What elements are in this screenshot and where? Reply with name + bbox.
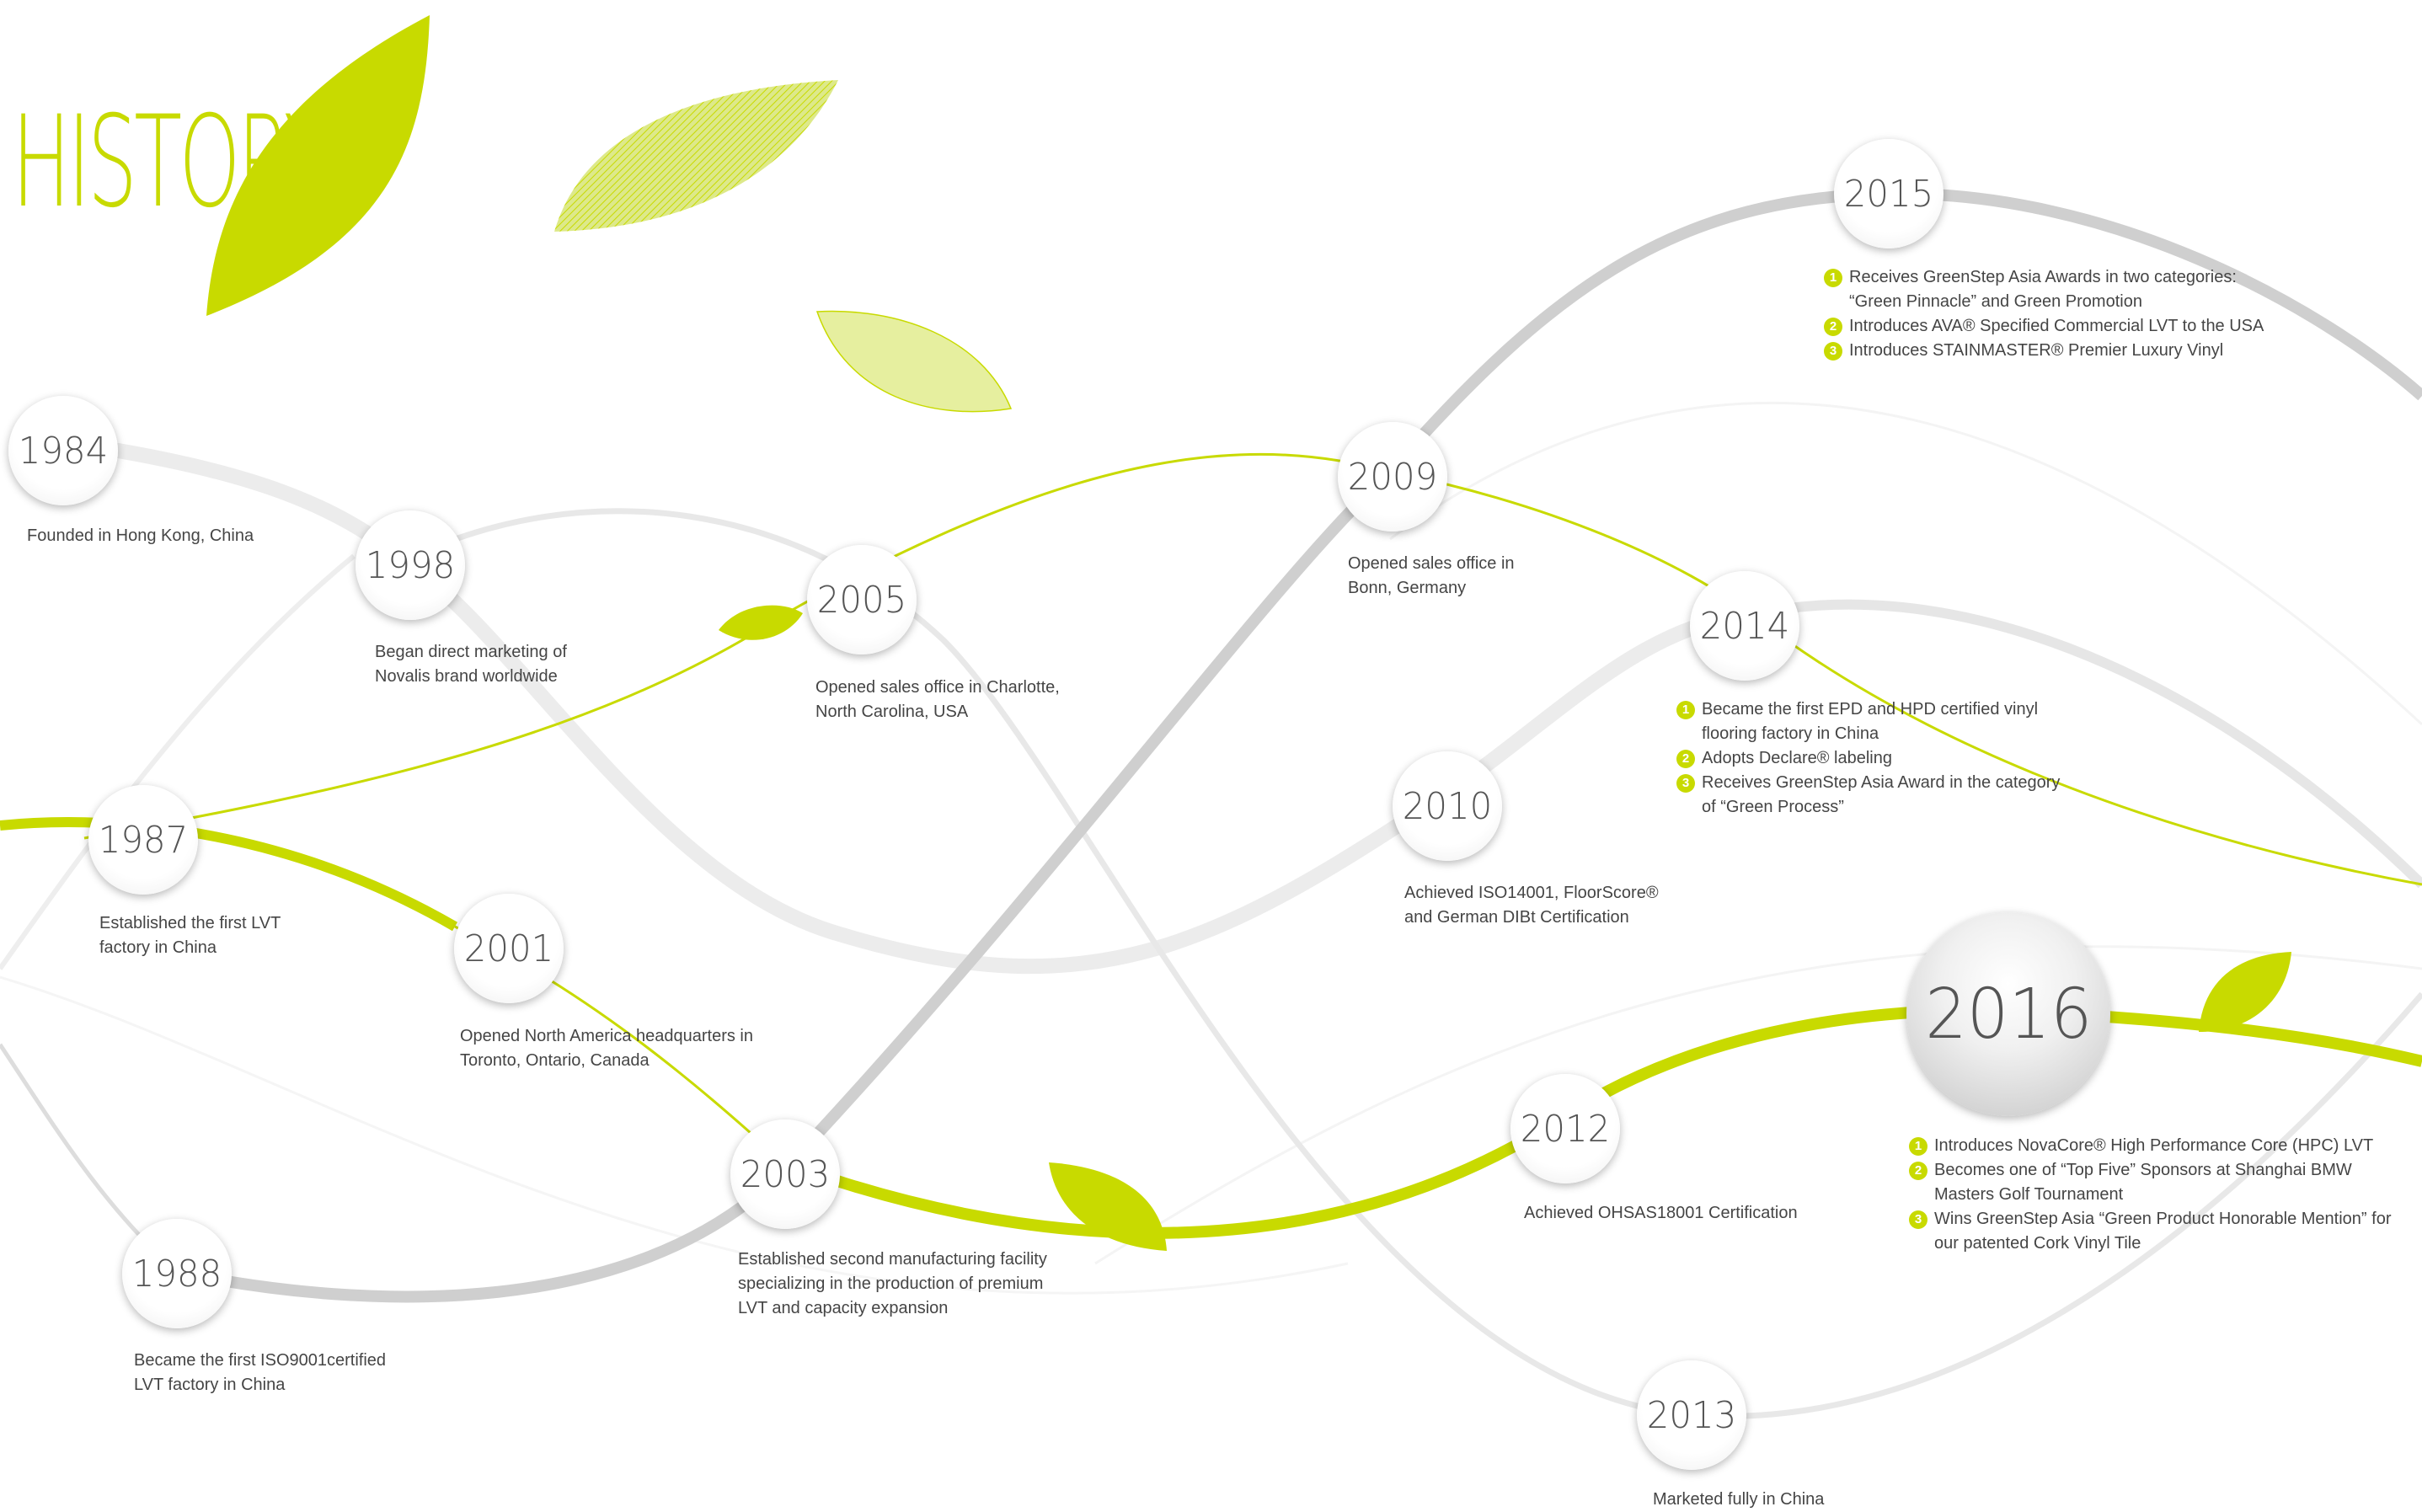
list-item: 3 Introduces STAINMASTER® Premier Luxury… [1824, 339, 2264, 363]
year-node-2010: 2010 [1393, 751, 1502, 861]
year-node-1984: 1984 [8, 396, 118, 505]
faint-curve [0, 975, 1349, 1295]
number-badge: 1 [1909, 1137, 1927, 1156]
light-curve [403, 508, 2422, 1419]
number-badge: 1 [1824, 269, 1842, 287]
page-title: HISTORY [12, 89, 332, 236]
number-badge: 3 [1909, 1210, 1927, 1229]
pale-leaf-icon [815, 310, 1013, 413]
number-badge: 2 [1909, 1162, 1927, 1180]
number-badge: 3 [1676, 774, 1695, 793]
light-curve [0, 553, 356, 970]
year-node-2001: 2001 [454, 894, 564, 1003]
number-badge: 2 [1824, 318, 1842, 336]
year-node-2013: 2013 [1637, 1360, 1746, 1470]
list-item: 1 Introduces NovaCore® High Performance … [1909, 1134, 2391, 1158]
milestone-desc-2013: Marketed fully in China [1653, 1490, 1825, 1509]
list-item: 3 Wins GreenStep Asia “Green Product Hon… [1909, 1207, 2391, 1256]
year-node-2012: 2012 [1510, 1074, 1620, 1183]
milestone-desc-1988: Became the first ISO9001certified LVT fa… [134, 1351, 387, 1394]
year-node-2016: 2016 [1906, 912, 2110, 1116]
milestone-desc-2009: Opened sales office in Bonn, Germany [1348, 554, 1515, 597]
small-leaf-icon [719, 605, 803, 640]
green-leaf-icon [2199, 952, 2291, 1032]
milestone-list-2015: 1 Receives GreenStep Asia Awards in two … [1824, 265, 2264, 363]
year-node-2005: 2005 [807, 545, 917, 654]
list-item: 2 Introduces AVA® Specified Commercial L… [1824, 314, 2264, 339]
year-node-1998: 1998 [356, 510, 465, 620]
list-item: 2 Becomes one of “Top Five” Sponsors at … [1909, 1158, 2391, 1207]
year-node-2003: 2003 [730, 1119, 840, 1229]
number-badge: 1 [1676, 701, 1695, 719]
milestone-list-2016: 1 Introduces NovaCore® High Performance … [1909, 1134, 2391, 1256]
number-badge: 2 [1676, 750, 1695, 768]
green-leaf-icon [1049, 1162, 1167, 1251]
faint-curve [1094, 945, 2422, 1265]
hatched-leaf-icon [554, 80, 838, 232]
year-node-1987: 1987 [88, 785, 198, 895]
big-leaf-icon [206, 15, 430, 316]
faint-curve [1389, 401, 2422, 726]
milestone-list-2014: 1 Became the first EPD and HPD certified… [1676, 697, 2060, 820]
year-node-1988: 1988 [122, 1219, 232, 1328]
milestone-desc-2010: Achieved ISO14001, FloorScore® and Germa… [1404, 884, 1659, 927]
milestone-desc-2012: Achieved OHSAS18001 Certification [1524, 1204, 1798, 1222]
milestone-desc-2001: Opened North America headquarters in Tor… [460, 1027, 753, 1070]
milestone-desc-2003: Established second manufacturing facilit… [738, 1250, 1047, 1317]
number-badge: 3 [1824, 342, 1842, 361]
list-item: 3 Receives GreenStep Asia Award in the c… [1676, 771, 2060, 820]
list-item: 1 Became the first EPD and HPD certified… [1676, 697, 2060, 746]
year-node-2009: 2009 [1338, 422, 1447, 532]
light-curve [1751, 599, 2422, 889]
milestone-desc-1984: Founded in Hong Kong, China [27, 526, 254, 545]
light-curve [91, 439, 1753, 975]
list-item: 2 Adopts Declare® labeling [1676, 746, 2060, 771]
milestone-desc-2005: Opened sales office in Charlotte, North … [815, 678, 1060, 721]
milestone-desc-1987: Established the first LVT factory in Chi… [99, 914, 281, 957]
year-node-2014: 2014 [1690, 571, 1799, 681]
milestone-desc-1998: Began direct marketing of Novalis brand … [375, 643, 567, 686]
list-item: 1 Receives GreenStep Asia Awards in two … [1824, 265, 2264, 314]
green-main-curve [0, 817, 458, 932]
year-node-2015: 2015 [1834, 139, 1943, 248]
